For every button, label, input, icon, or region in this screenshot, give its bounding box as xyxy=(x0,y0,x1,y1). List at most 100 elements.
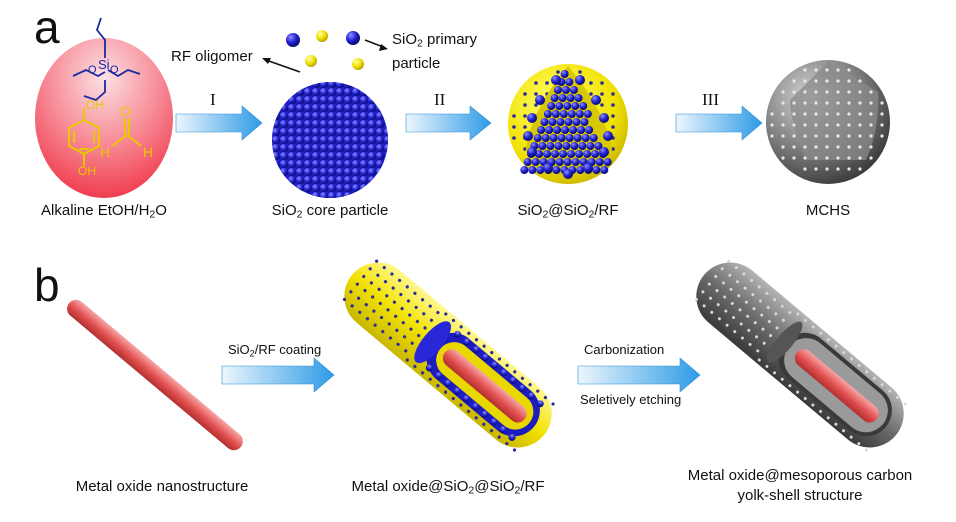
primary-bead xyxy=(583,163,593,173)
silica-bead xyxy=(287,143,297,153)
carbonization-label: Carbonization xyxy=(584,342,665,357)
silica-bead xyxy=(600,166,609,174)
pore-dot xyxy=(391,286,395,290)
silica-bead xyxy=(303,111,313,121)
pore-dot xyxy=(869,112,873,116)
silica-bead xyxy=(295,175,305,185)
pore-dot xyxy=(760,313,764,317)
silica-bead xyxy=(295,103,305,113)
pore-dot xyxy=(342,297,347,302)
pore-dot xyxy=(819,409,823,413)
pore-dot xyxy=(757,285,761,289)
primary-bead xyxy=(472,346,480,354)
silica-bead xyxy=(595,158,604,166)
pore-dot xyxy=(803,112,807,116)
silica-bead xyxy=(581,134,590,142)
coated-rod-label: Metal oxide@SiO2@SiO2/RF xyxy=(351,478,545,497)
primary-bead xyxy=(599,113,609,123)
pore-dot xyxy=(834,422,838,426)
silica-bead xyxy=(585,126,594,134)
silica-bead xyxy=(279,127,289,137)
pore-dot xyxy=(814,68,818,72)
pore-dot xyxy=(512,114,516,118)
silica-bead xyxy=(319,95,329,105)
silica-bead xyxy=(545,126,554,134)
primary-bead xyxy=(471,403,479,411)
silica-bead xyxy=(327,183,337,193)
silica-bead xyxy=(351,167,361,177)
pore-dot xyxy=(724,309,728,313)
silica-bead xyxy=(327,143,337,153)
silica-bead xyxy=(359,167,369,177)
pore-dot xyxy=(767,319,771,323)
silica-bead xyxy=(571,102,580,110)
silica-bead xyxy=(319,151,329,161)
silica-bead xyxy=(359,87,369,97)
pore-dot xyxy=(869,145,873,149)
pore-dot xyxy=(715,289,719,293)
panel-label-b: b xyxy=(34,259,60,311)
pore-dot xyxy=(770,123,774,127)
silica-bead xyxy=(351,95,361,105)
pore-dot xyxy=(888,389,892,393)
silica-bead xyxy=(327,175,337,185)
silica-bead xyxy=(343,111,353,121)
pore-dot xyxy=(872,376,876,380)
pore-dot xyxy=(736,280,740,284)
pore-dot xyxy=(732,316,736,320)
pore-dot xyxy=(355,282,359,286)
pore-dot xyxy=(847,134,851,138)
silica-bead xyxy=(569,86,578,94)
silica-bead xyxy=(528,166,537,174)
core-particle-label: SiO2 core particle xyxy=(271,202,389,221)
silica-bead xyxy=(375,151,385,161)
pore-dot xyxy=(814,101,818,105)
pore-dot xyxy=(383,280,388,284)
pore-dot xyxy=(420,298,425,302)
pore-dot xyxy=(716,303,720,307)
pore-dot xyxy=(725,323,729,327)
silica-bead xyxy=(359,95,369,105)
silica-bead xyxy=(272,127,281,137)
silica-bead xyxy=(351,111,361,121)
pore-dot xyxy=(847,112,851,116)
pore-dot xyxy=(474,338,479,342)
primary-bead xyxy=(551,75,561,85)
pore-dot xyxy=(611,147,615,151)
pore-dot xyxy=(814,112,818,116)
silica-bead xyxy=(574,94,583,102)
primary-bead xyxy=(603,131,613,141)
pore-dot xyxy=(737,294,741,298)
silica-bead xyxy=(375,111,385,121)
silica-bead xyxy=(295,183,305,193)
silica-bead xyxy=(335,151,345,161)
silica-bead xyxy=(351,183,361,193)
pore-dot xyxy=(836,167,840,171)
pore-dot xyxy=(869,90,873,94)
pore-dot xyxy=(836,123,840,127)
silica-bead xyxy=(319,82,329,89)
silica-bead xyxy=(583,110,592,118)
silica-bead xyxy=(287,119,297,129)
silica-bead xyxy=(319,127,329,137)
pore-dot xyxy=(428,304,432,308)
silica-bead xyxy=(343,135,353,145)
pore-dot xyxy=(770,134,774,138)
silica-bead xyxy=(546,142,555,150)
pore-dot xyxy=(849,435,853,439)
pore-dot xyxy=(397,278,402,283)
pore-dot xyxy=(710,310,714,314)
pore-dot xyxy=(395,328,399,332)
silica-bead xyxy=(327,103,337,113)
pore-dot xyxy=(858,123,862,127)
pore-dot xyxy=(396,342,400,347)
pore-dot xyxy=(528,383,532,387)
silica-bead xyxy=(295,143,305,153)
silica-bead xyxy=(303,151,313,161)
pore-dot xyxy=(796,312,800,316)
silica-bead xyxy=(531,158,540,166)
silica-bead xyxy=(272,151,281,161)
metal-oxide-rod xyxy=(67,299,243,451)
silica-bead xyxy=(287,135,297,145)
pore-dot xyxy=(727,259,731,263)
